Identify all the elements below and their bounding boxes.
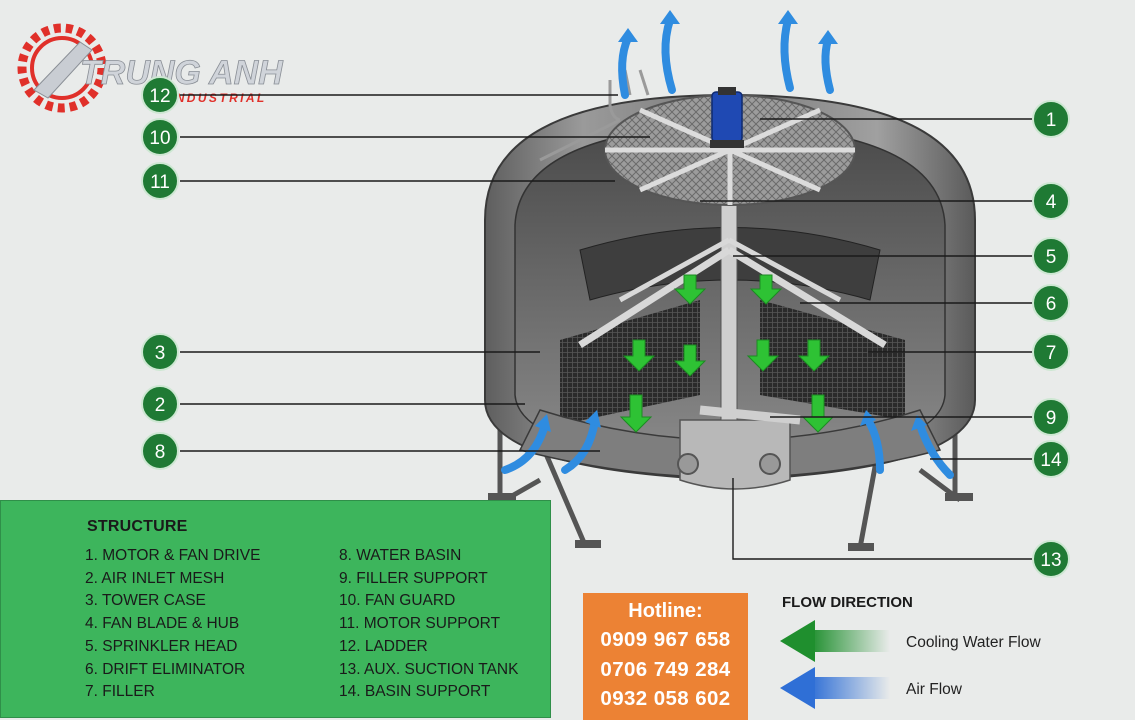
callout-6: 6 <box>1032 284 1070 322</box>
callout-5: 5 <box>1032 237 1070 275</box>
cooling-water-arrows <box>619 274 835 433</box>
svg-text:1: 1 <box>1046 110 1057 131</box>
structure-item: 4. FAN BLADE & HUB <box>85 615 240 633</box>
callout-13: 13 <box>1032 540 1070 578</box>
callout-1: 1 <box>1032 100 1070 138</box>
structure-item: 2. AIR INLET MESH <box>85 569 225 587</box>
callout-2: 2 <box>141 385 179 423</box>
svg-text:6: 6 <box>1046 294 1057 315</box>
svg-text:14: 14 <box>1040 450 1062 471</box>
callout-11: 11 <box>141 162 179 200</box>
structure-item: 6. DRIFT ELIMINATOR <box>85 660 246 678</box>
callout-3: 3 <box>141 333 179 371</box>
structure-legend-panel: STRUCTURE 1. MOTOR & FAN DRIVE 2. AIR IN… <box>0 500 551 718</box>
callout-4: 4 <box>1032 182 1070 220</box>
structure-title: STRUCTURE <box>87 518 188 535</box>
structure-list-right: 8. WATER BASIN 9. FILLER SUPPORT 10. FAN… <box>339 545 518 704</box>
callout-8: 8 <box>141 432 179 470</box>
callouts-left: 12 10 11 3 2 8 <box>141 76 179 470</box>
svg-text:7: 7 <box>1046 343 1057 364</box>
structure-item: 14. BASIN SUPPORT <box>339 683 491 701</box>
svg-text:11: 11 <box>150 172 170 193</box>
hotline-number[interactable]: 0932 058 602 <box>600 687 731 710</box>
svg-text:13: 13 <box>1040 550 1061 571</box>
hotline-number[interactable]: 0909 967 658 <box>600 628 731 651</box>
callout-leader-lines <box>180 94 1033 560</box>
svg-text:9: 9 <box>1046 408 1057 429</box>
cooling-water-legend-arrow <box>780 620 890 662</box>
svg-text:5: 5 <box>1046 247 1057 268</box>
hotline-title: Hotline: <box>628 600 703 622</box>
callout-7: 7 <box>1032 333 1070 371</box>
callout-10: 10 <box>141 118 179 156</box>
structure-item: 5. SPRINKLER HEAD <box>85 637 238 655</box>
motor <box>710 87 744 148</box>
filler-right <box>760 300 905 420</box>
structure-list-left: 1. MOTOR & FAN DRIVE 2. AIR INLET MESH 3… <box>85 545 260 704</box>
air-flow-legend-arrow <box>780 667 890 709</box>
cooling-tower-illustration <box>484 10 976 551</box>
structure-item: 8. WATER BASIN <box>339 547 462 564</box>
svg-text:12: 12 <box>149 86 170 107</box>
structure-item: 1. MOTOR & FAN DRIVE <box>85 547 261 564</box>
svg-text:4: 4 <box>1046 192 1057 213</box>
structure-item: 10. FAN GUARD <box>339 592 456 610</box>
callout-14: 14 <box>1032 440 1070 478</box>
hotline-box: Hotline: 0909 967 658 0706 749 284 0932 … <box>583 593 748 720</box>
svg-text:2: 2 <box>155 395 166 416</box>
callouts-right: 1 4 5 6 7 9 14 13 <box>1032 100 1070 578</box>
svg-text:8: 8 <box>155 442 166 463</box>
structure-item: 9. FILLER SUPPORT <box>339 569 488 587</box>
svg-text:10: 10 <box>149 128 170 149</box>
flow-direction-title: FLOW DIRECTION <box>782 594 913 611</box>
ladder <box>539 69 650 162</box>
callout-12: 12 <box>141 76 179 114</box>
structure-item: 3. TOWER CASE <box>85 592 206 610</box>
logo-tagline: INDUSTRIAL <box>170 91 267 105</box>
structure-item: 11. MOTOR SUPPORT <box>339 615 501 633</box>
structure-item: 7. FILLER <box>85 683 155 701</box>
cooling-water-flow-label: Cooling Water Flow <box>906 634 1041 651</box>
svg-text:3: 3 <box>155 343 166 364</box>
air-flow-label: Air Flow <box>906 681 962 698</box>
hotline-number[interactable]: 0706 749 284 <box>600 657 731 681</box>
gear-icon <box>17 23 107 113</box>
structure-item: 13. AUX. SUCTION TANK <box>339 660 519 678</box>
callout-9: 9 <box>1032 398 1070 436</box>
structure-item: 12. LADDER <box>339 637 428 655</box>
logo-name: TRUNG ANH <box>80 54 284 92</box>
